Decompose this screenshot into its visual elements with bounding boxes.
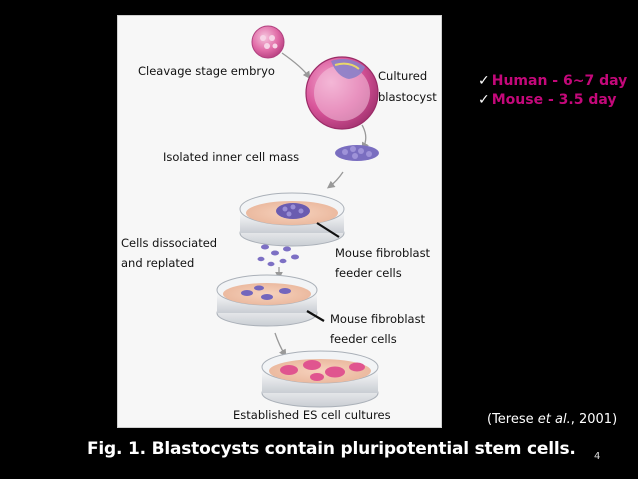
culture-dish-3: [261, 350, 379, 408]
citation: (Terese et al., 2001): [487, 412, 618, 427]
timing-list: ✓Human - 6~7 day ✓Mouse - 3.5 day: [478, 72, 627, 110]
timing-human: ✓Human - 6~7 day: [478, 73, 628, 89]
blastocyst-icon: [305, 56, 379, 130]
figure-caption: Fig. 1. Blastocysts contain pluripotenti…: [87, 439, 576, 459]
label-blastocyst: blastocyst: [378, 90, 437, 104]
feeder-pointer-2: [306, 310, 325, 322]
inner-cell-mass-icon: [335, 145, 379, 161]
label-replated: and replated: [121, 256, 195, 270]
culture-dish-1: [239, 192, 345, 247]
checkmark-icon: ✓: [478, 91, 490, 108]
label-established-es: Established ES cell cultures: [233, 408, 391, 422]
label-cultured: Cultured: [378, 69, 428, 83]
page-number: 4: [594, 451, 601, 462]
culture-dish-2: [216, 274, 318, 327]
label-cells-dissociated: Cells dissociated: [121, 236, 218, 250]
label-feeder-b-2: feeder cells: [330, 332, 397, 346]
dissociated-cells-icon: [257, 244, 299, 267]
timing-mouse: ✓Mouse - 3.5 day: [478, 91, 617, 108]
label-feeder-b-1: Mouse fibroblast: [330, 312, 426, 326]
label-feeder-a-2: feeder cells: [335, 266, 402, 280]
checkmark-icon: ✓: [478, 73, 490, 89]
label-feeder-a-1: Mouse fibroblast: [335, 246, 431, 260]
label-inner-cell-mass: Isolated inner cell mass: [163, 150, 300, 164]
cleavage-embryo-icon: [251, 25, 285, 59]
feeder-pointer-1: [316, 222, 340, 238]
label-cleavage-embryo: Cleavage stage embryo: [138, 64, 275, 78]
stem-cell-diagram: [216, 25, 379, 408]
